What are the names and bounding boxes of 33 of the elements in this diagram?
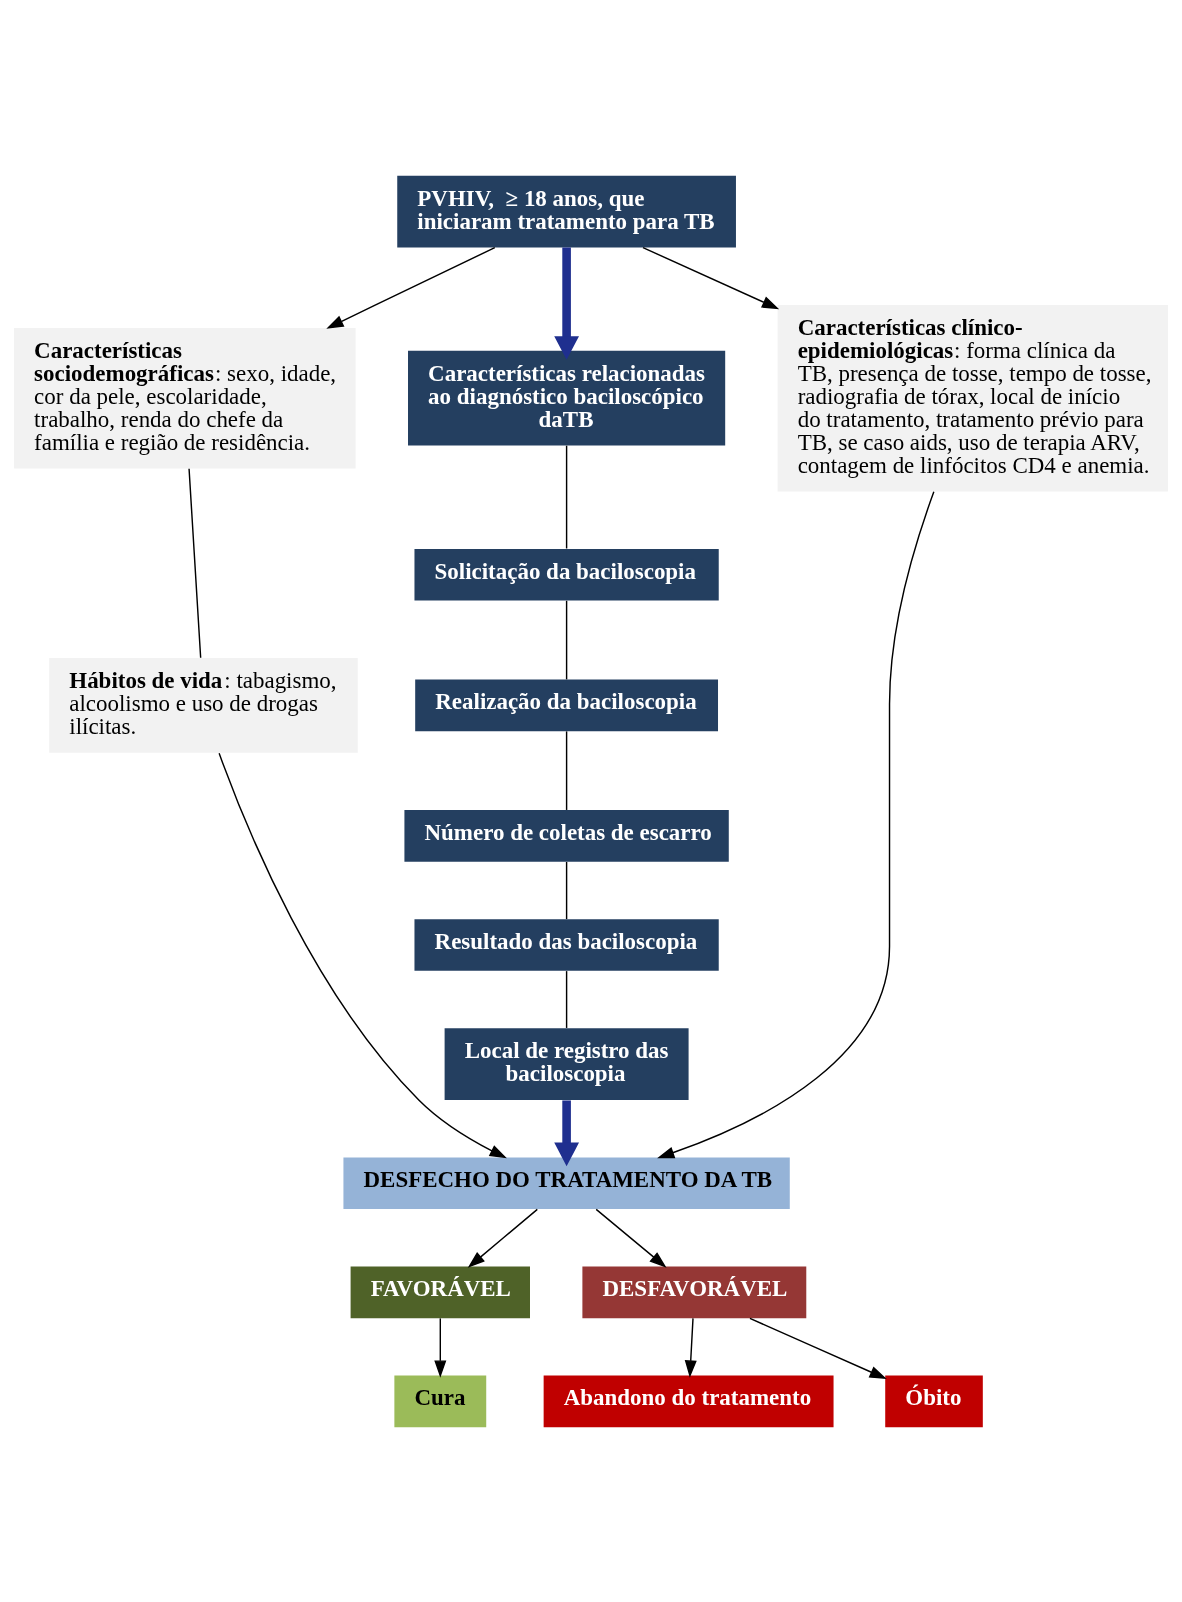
node-box: Cura (394, 1375, 487, 1427)
node-box: Características clínico-epidemiológicas: forma clínica da TB, presença de tosse, tempo de tosse, radiografia de tórax, local de início do tratamento, tratamento prévio para TB, se caso aids, uso de terapia ARV, contagem de linfócitos CD4 e anemia. (777, 304, 1168, 491)
arrow (467, 1208, 539, 1268)
connector (565, 444, 568, 549)
arrow (434, 1317, 447, 1378)
arrow (326, 246, 496, 329)
node-box: Realização da baciloscopia (415, 679, 718, 731)
connector (565, 860, 568, 920)
arrow (554, 1099, 579, 1166)
connector (188, 467, 202, 659)
arrow (749, 1317, 887, 1379)
arrow (684, 1317, 697, 1378)
node-box: Óbito (885, 1375, 983, 1427)
node-box: Hábitos de vida: tabagismo, alcoolismo e uso de drogas ilícitas. (49, 657, 358, 753)
node-box: Resultado das baciloscopia (414, 918, 719, 971)
arrow (218, 752, 507, 1158)
node-box: Local de registro das baciloscopia (444, 1027, 689, 1100)
node-box: FAVORÁVEL (350, 1266, 530, 1318)
node-box: DESFECHO DO TRATAMENTO DA TB (343, 1156, 790, 1209)
arrow (595, 1208, 667, 1268)
node-box: PVHIV, ≥ 18 anos, que iniciaram tratamento para TB (397, 175, 736, 247)
arrow (554, 247, 579, 360)
connector (565, 599, 568, 680)
node-box: Características relacionadas ao diagnóstico baciloscópico daTB (408, 350, 726, 446)
node-box: DESFAVORÁVEL (582, 1266, 807, 1318)
node-box: Abandono do tratamento (543, 1375, 834, 1427)
arrow (657, 490, 935, 1158)
node-box: Características sociodemográficas: sexo, idade, cor da pele, escolaridade, trabalho, renda do chefe da família e região de residência. (14, 327, 356, 469)
node-box: Número de coletas de escarro (404, 809, 729, 862)
connector (565, 730, 568, 811)
connector (565, 969, 568, 1029)
node-box: Solicitação da baciloscopia (414, 548, 719, 601)
arrow (642, 246, 780, 309)
